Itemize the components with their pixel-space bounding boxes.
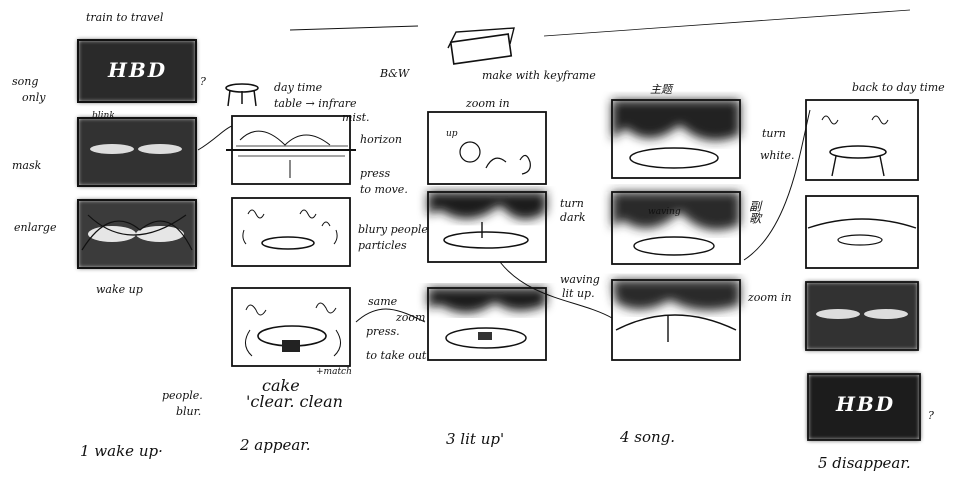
col3-note-turn: turn (560, 197, 584, 210)
col5-frame-day (805, 99, 919, 181)
stage-title-2: 2 appear. (240, 436, 311, 454)
col1-blink-text: blink (92, 111, 115, 121)
stage-title-3: 3 lit up' (446, 430, 505, 448)
col2-note-people: people. (162, 389, 203, 402)
col2-note-particles: particles (358, 239, 407, 252)
col1-frame-enlarge (77, 199, 197, 269)
col2-note-takeout: to take out (366, 349, 427, 362)
col2-note-press: press (360, 167, 391, 180)
col2-arrow-to-col3 (355, 308, 426, 323)
col4-frame-zoom (611, 279, 741, 361)
col2-frame-horizon (226, 115, 356, 185)
col5-question: ? (928, 409, 934, 422)
col4-waving-text: waving (648, 207, 681, 217)
col3-cake-sketch (447, 27, 515, 65)
col1-frame-hbd (77, 39, 197, 103)
col1-note-enlarge: enlarge (14, 221, 57, 234)
col2-note-table: table → infrare (274, 97, 357, 110)
col4-note-white: white. (760, 149, 795, 162)
col5-frame-mask (805, 281, 919, 351)
col2-note-blur: blur. (176, 405, 202, 418)
col2-note-mist: mist. (342, 111, 370, 124)
col2-frame-particles (231, 197, 351, 267)
col4-mark-main: 主题 (650, 83, 672, 96)
col2-note-match: +match (316, 367, 352, 377)
col2-table-sketch (225, 83, 259, 107)
col4-note-turn: turn (762, 127, 786, 140)
col1-arrow-to-col2 (197, 125, 233, 151)
col1-note-mask: mask (12, 159, 42, 172)
col2-note-horizon: horizon (360, 133, 402, 146)
col3-note-dark: dark (560, 211, 586, 224)
top-note: train to travel (86, 11, 164, 24)
col3-note-litup: lit up. (562, 287, 595, 300)
stage-title-5: 5 disappear. (818, 454, 911, 472)
col2-note-daytime: day time (274, 81, 323, 94)
col3-frame-zoom (427, 111, 547, 185)
stage-title-4: 4 song. (620, 428, 676, 446)
col4-mark-chorus: 副歌 (747, 200, 762, 224)
col4-frame-waving (611, 191, 741, 265)
col2-frame-cake (231, 287, 351, 367)
col5-hbd-text: HBD (836, 392, 896, 416)
col4-note-zoomin: zoom in (748, 291, 792, 304)
col4-frame-song (611, 99, 741, 179)
col3-arrow-to-col4 (499, 261, 613, 319)
col1-question: ? (200, 75, 206, 88)
col4-top-line (543, 9, 911, 37)
col1-note-song: song (12, 75, 39, 88)
top-line (289, 25, 419, 31)
col1-note-only: only (22, 91, 46, 104)
col2-note-blury: blury people (358, 223, 428, 236)
col2-note-same: same (368, 295, 398, 308)
col3-frame-dark (427, 191, 547, 263)
bw-note: B&W (380, 67, 410, 80)
col2-note-press2: press. (366, 325, 400, 338)
col2-note-cake: cake (262, 376, 300, 395)
col1-caption: wake up (96, 283, 143, 296)
col5-frame-hbd (807, 373, 921, 441)
col2-note-tomove: to move. (360, 183, 408, 196)
col5-note-back: back to day time (852, 81, 945, 94)
col3-note-zoomin: zoom in (466, 97, 510, 110)
col1-frame-mask (77, 117, 197, 187)
col3-note-waving: waving (560, 273, 600, 286)
col5-frame-horizon (805, 195, 919, 269)
col3-note-up: up (446, 129, 458, 139)
col2-note-zoom: zoom (396, 311, 426, 324)
keyframe-note: make with keyframe (482, 69, 596, 82)
stage-title-1: 1 wake up· (80, 442, 163, 460)
col1-hbd-text: HBD (108, 58, 168, 82)
col3-frame-lit (427, 287, 547, 361)
col2-note-clear: 'clear. clean (246, 392, 343, 411)
